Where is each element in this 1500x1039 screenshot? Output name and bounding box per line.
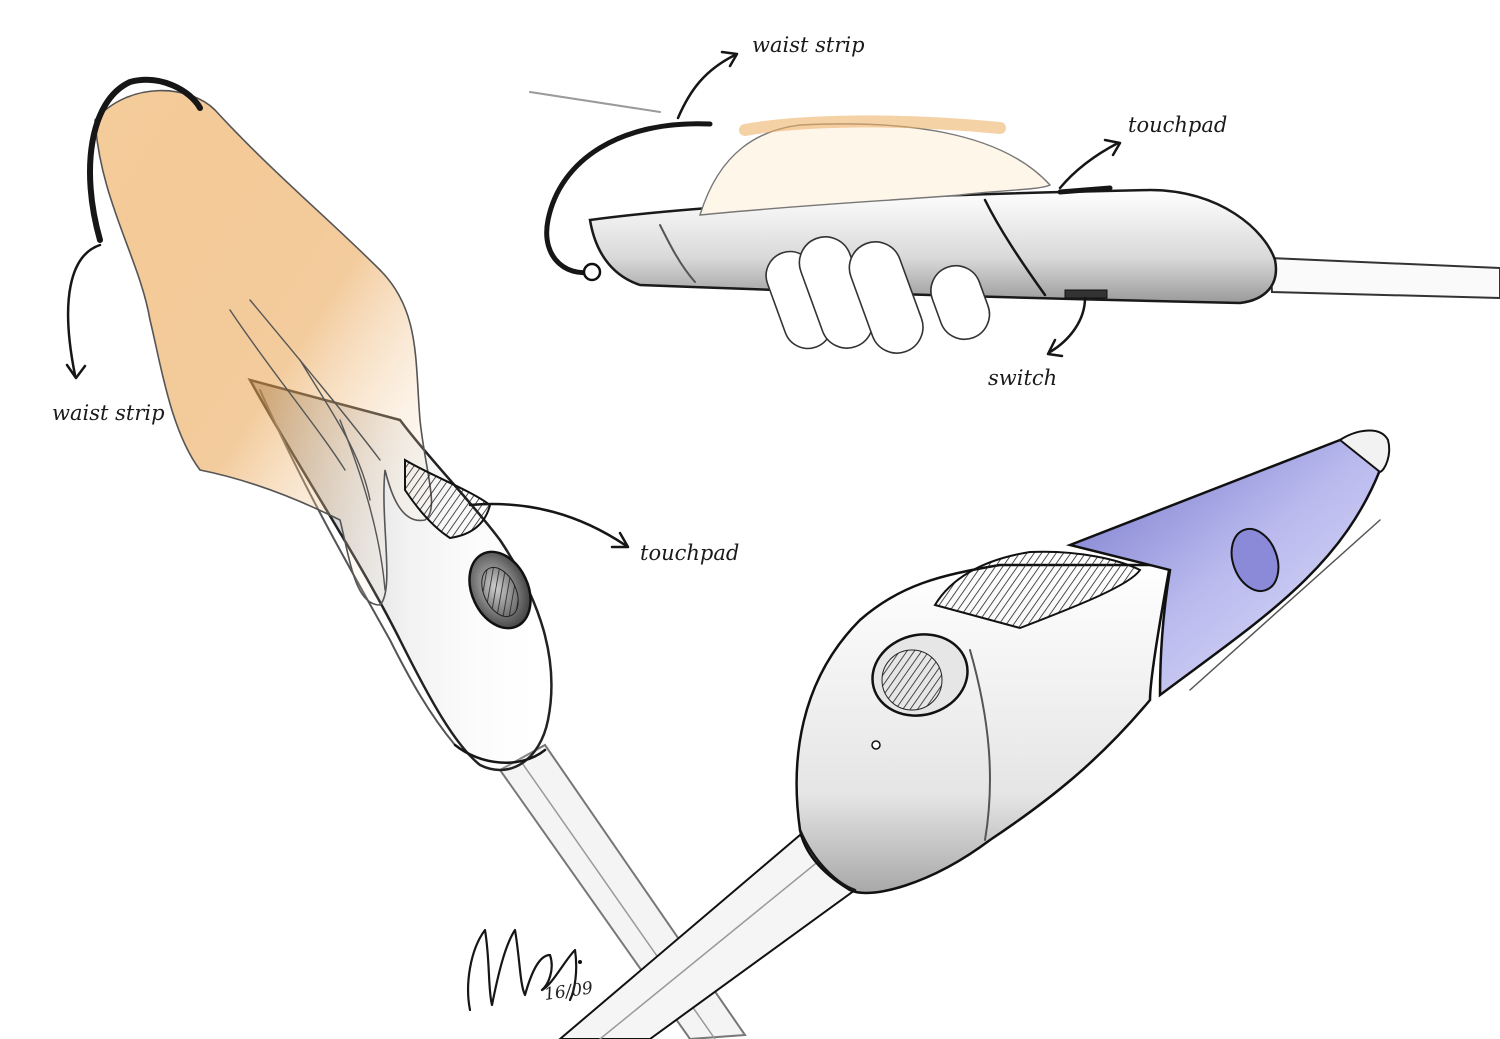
top-switch: [1065, 290, 1107, 298]
bottom-handle-sketch: [560, 431, 1389, 1039]
top-waist-strip-label: waist strip: [752, 33, 865, 57]
top-waist-strip-arrow: [678, 55, 735, 118]
left-waist-strip-arrow: [68, 245, 100, 375]
left-waist-strip-label: waist strip: [52, 401, 165, 425]
top-switch-arrow: [1050, 298, 1085, 352]
left-hand: [95, 91, 431, 605]
signature: 16/09: [468, 930, 594, 1010]
top-touchpad-arrow: [1060, 143, 1118, 188]
left-touchpad-label: touchpad: [640, 541, 739, 565]
top-touchpad-label: touchpad: [1128, 113, 1227, 137]
top-handle-sketch: [530, 52, 1500, 360]
top-switch-label: switch: [988, 366, 1057, 390]
top-pole: [1270, 258, 1500, 298]
